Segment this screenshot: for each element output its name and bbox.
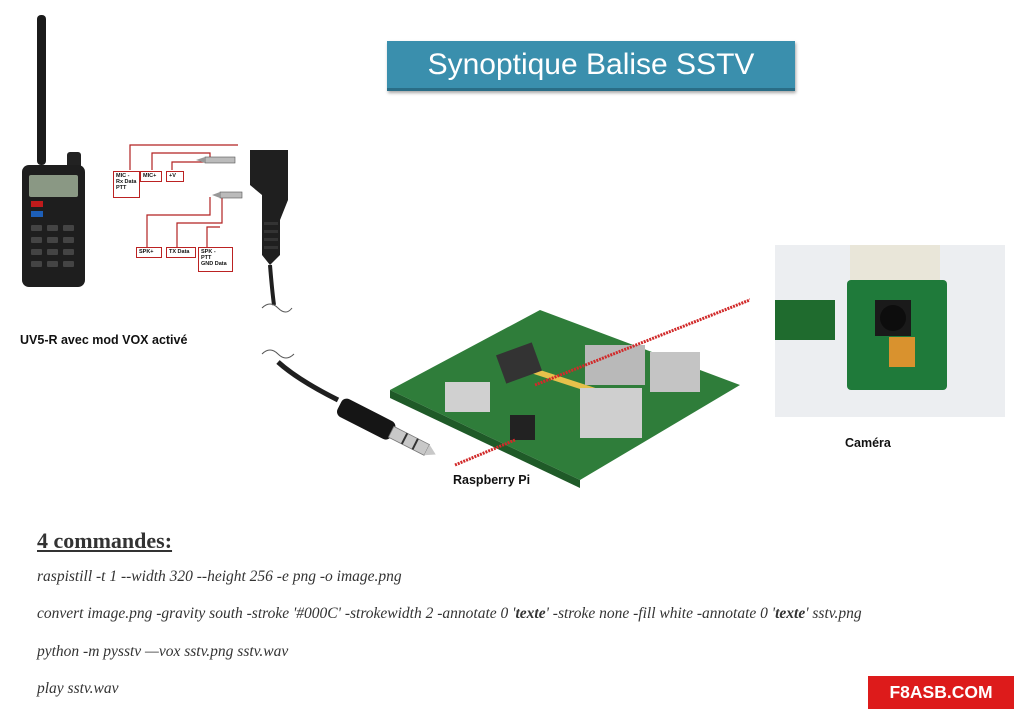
label-ptt: PTT — [116, 185, 127, 191]
camera-ribbon-link — [534, 298, 750, 387]
label-plus-v: +V — [166, 171, 184, 182]
cmd2-part1: convert image.png -gravity south -stroke… — [37, 605, 516, 622]
radio-blue-button — [31, 211, 43, 217]
cable-break-mark-bottom — [261, 349, 295, 359]
cmd2-part3: ' sstv.png — [805, 605, 862, 622]
jack-plug — [337, 398, 436, 456]
cable-break-mark-top — [261, 303, 293, 313]
label-rx-data: Rx Data — [116, 179, 137, 185]
camera-caption: Caméra — [845, 436, 891, 450]
radio-antenna — [37, 15, 46, 165]
cmd2-part2: ' -stroke none -fill white -annotate 0 ' — [545, 605, 776, 622]
label-mic-rx-ptt: MIC - Rx Data PTT — [113, 171, 140, 198]
jack-plugs — [196, 156, 243, 199]
radio-image — [22, 15, 85, 287]
page-title: Synoptique Balise SSTV — [387, 41, 795, 91]
camera-photo — [775, 245, 1005, 417]
label-gnd-data: GND Data — [201, 261, 227, 267]
kenwood-connector-image — [250, 150, 293, 313]
brand-badge: F8ASB.COM — [868, 676, 1014, 709]
wiring-diagram — [129, 144, 243, 247]
label-spk-plus: SPK+ — [136, 247, 162, 258]
camera-background-board — [775, 300, 835, 340]
command-line-4: play sstv.wav — [37, 680, 119, 697]
title-text: Synoptique Balise SSTV — [427, 47, 755, 81]
command-line-1: raspistill -t 1 --width 320 --height 256… — [37, 568, 402, 585]
cable-lower — [276, 360, 340, 403]
pi-usb-ports-2 — [650, 352, 700, 392]
camera-ribbon — [850, 245, 940, 285]
pi-audio-port — [510, 415, 535, 440]
label-spk-ptt-gnd: SPK - PTT GND Data — [198, 247, 233, 272]
pi-usb-ports — [585, 345, 645, 385]
raspberry-pi-image — [390, 298, 750, 488]
label-mic-minus: MIC - — [116, 173, 130, 179]
audio-link — [454, 438, 516, 467]
connector-ridges — [264, 222, 278, 249]
audio-jack-image — [261, 349, 436, 456]
command-line-3: python -m pysstv —vox sstv.png sstv.wav — [37, 643, 289, 660]
cmd2-bold1: texte — [515, 605, 546, 622]
radio-caption: UV5-R avec mod VOX activé — [20, 333, 188, 347]
camera-lens — [880, 305, 906, 331]
raspberry-caption: Raspberry Pi — [453, 473, 531, 487]
pi-hdmi — [445, 382, 490, 412]
commands-heading: 4 commandes: — [37, 528, 173, 553]
radio-keypad — [31, 225, 74, 267]
cable-upper — [268, 264, 276, 306]
pi-cpu — [496, 342, 542, 384]
label-tx-data: TX Data — [166, 247, 196, 258]
label-mic-plus: MIC+ — [140, 171, 162, 182]
camera-module-image — [775, 245, 1005, 417]
command-line-2: convert image.png -gravity south -stroke… — [37, 605, 862, 623]
label-spk-minus: SPK - — [201, 249, 216, 255]
radio-display — [29, 175, 78, 197]
cmd2-bold2: texte — [775, 605, 806, 622]
label-ptt-2: PTT — [201, 255, 212, 261]
brand-text: F8ASB.COM — [889, 682, 993, 702]
pi-ethernet — [580, 388, 642, 438]
radio-red-button — [31, 201, 43, 207]
pi-board — [390, 310, 740, 480]
camera-flex — [889, 337, 915, 367]
